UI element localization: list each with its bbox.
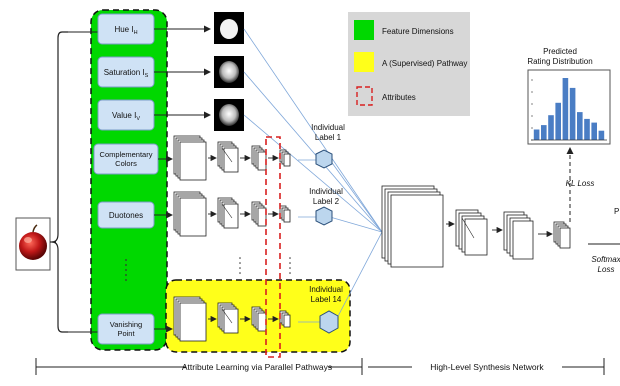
pathway-ellipsis — [239, 257, 291, 274]
legend-attributes-label: Attributes — [382, 93, 416, 102]
section-left-bracket — [35, 358, 363, 375]
histogram-bar — [591, 122, 597, 140]
pathway-2 — [173, 191, 291, 237]
legend-green-swatch — [354, 20, 374, 40]
pathway-14-conv1 — [173, 296, 207, 342]
attributes-box — [265, 136, 281, 358]
label-14-hexagon — [319, 310, 339, 334]
apple-image — [19, 232, 47, 260]
histogram-bar — [562, 78, 569, 140]
synthesis-network — [381, 185, 571, 268]
synthesis-conv1 — [381, 185, 444, 268]
pathway-14 — [173, 296, 291, 342]
histogram-bar — [584, 118, 590, 140]
feature-label-hue: Hue IH — [114, 25, 137, 36]
kl-loss-label: KL Loss — [566, 179, 595, 188]
pathway-1 — [173, 135, 291, 181]
pathway-1-conv1 — [173, 135, 207, 181]
pathway-1-fc — [279, 149, 291, 167]
connection-lines — [243, 28, 383, 323]
pathway-14-conv3 — [251, 306, 267, 332]
histogram-bar — [555, 102, 561, 140]
pathway-1-conv3 — [251, 145, 267, 171]
section-left-label: Attribute Learning via Parallel Pathways — [182, 362, 332, 372]
histogram-bar — [598, 130, 605, 140]
pathway-2-conv1 — [173, 191, 207, 237]
feature-bracket — [51, 31, 68, 333]
pathway-1-conv2 — [217, 141, 239, 173]
feature-label-duotones: Duotones — [109, 211, 143, 220]
pathway-2-conv3 — [251, 201, 267, 227]
histogram-frame — [527, 69, 611, 145]
histogram-bar — [569, 87, 576, 140]
legend-feature-label: Feature Dimensions — [382, 27, 454, 36]
synthesis-conv2 — [455, 209, 488, 256]
legend-pathway-label: A (Supervised) Pathway — [382, 59, 467, 68]
label-1-hexagon — [315, 149, 333, 169]
histogram-bar — [541, 125, 547, 140]
pathway-2-fc — [279, 205, 291, 223]
histogram-bar — [548, 115, 554, 140]
p-label: P — [614, 207, 619, 216]
section-right-label: High-Level Synthesis Network — [430, 362, 544, 372]
pathway-stacks — [173, 135, 291, 342]
synthesis-fc — [553, 221, 571, 249]
section-right-bracket — [368, 358, 605, 375]
pathway-14-fc — [279, 310, 291, 328]
histogram-bar — [577, 112, 583, 140]
histogram-bar — [533, 129, 540, 140]
legend-red-swatch — [356, 86, 373, 106]
synthesis-conv3 — [503, 211, 534, 260]
rating-histogram — [531, 78, 607, 141]
ellipsis-dots — [125, 259, 127, 281]
label-2-hexagon — [315, 206, 333, 226]
pathway-2-conv2 — [217, 197, 239, 229]
legend-yellow-swatch — [354, 52, 374, 72]
feature-label-saturation: Saturation IS — [104, 68, 149, 79]
pathway-14-conv2 — [217, 302, 239, 334]
feature-label-value: Value IV — [112, 111, 140, 122]
feature-panel — [90, 9, 168, 351]
